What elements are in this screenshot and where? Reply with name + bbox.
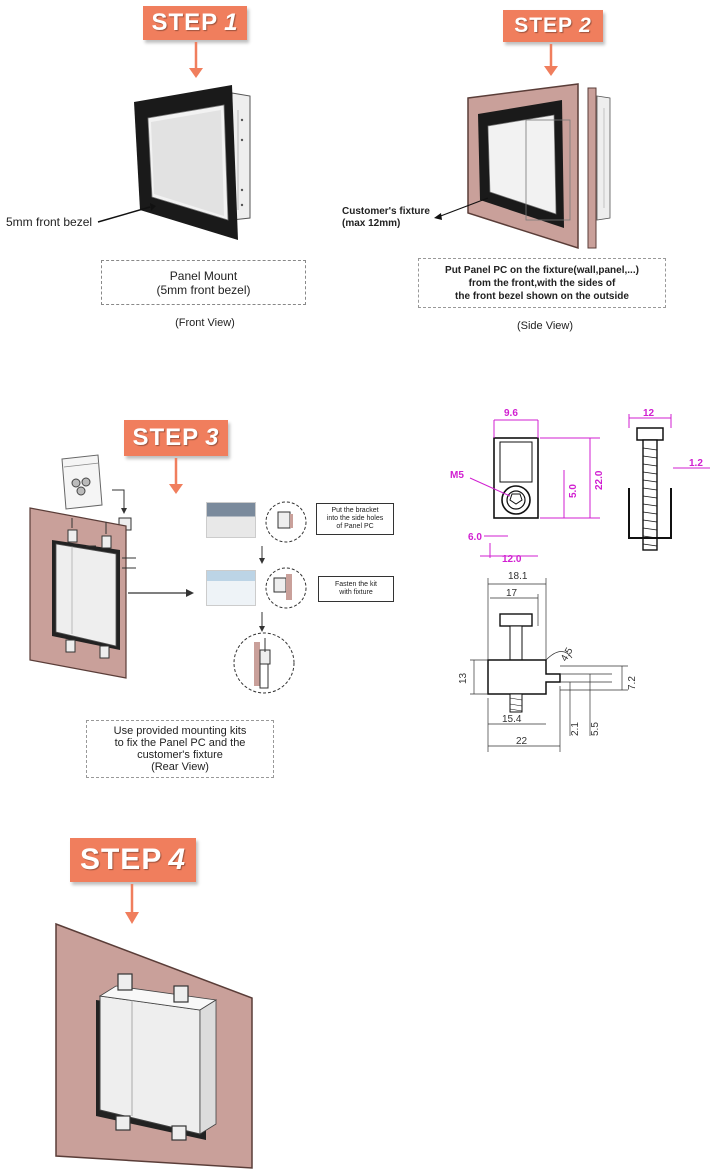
- bracket-profile-drawing: 18.1 17 13 4.5 7.2 2.1 5.5 15.4 22: [458, 571, 638, 752]
- step2-panel-on-fixture: [467, 83, 611, 250]
- step2-fixture-label: Customer's fixture (max 12mm): [342, 206, 430, 229]
- step3-instruction-box: Use provided mounting kits to fix the Pa…: [86, 720, 274, 778]
- bracket-profile-len-22: 22: [516, 736, 528, 747]
- step3-detail-zoom-1: [265, 501, 307, 543]
- bracket-profile-h-2-1: 2.1: [570, 722, 581, 736]
- bracket-front-thread: M5: [450, 470, 464, 481]
- step2-view-caption: (Side View): [516, 320, 574, 332]
- bracket-front-w-top: 9.6: [504, 408, 518, 419]
- step3-mounting-kit-bag: [61, 454, 103, 510]
- step3-rear-view-assembly: [29, 507, 136, 679]
- step2-instruction-box: Put Panel PC on the fixture(wall,panel,.…: [418, 258, 666, 308]
- bracket-front-w-bottom: 12.0: [502, 554, 522, 565]
- step1-badge-number: 1: [224, 9, 239, 36]
- step3-detail-photo-2: [206, 570, 256, 606]
- bracket-profile-h-5-5: 5.5: [590, 722, 601, 736]
- bracket-profile-height: 13: [458, 672, 469, 684]
- bracket-profile-len-17: 17: [506, 588, 518, 599]
- step1-badge: STEP 1: [143, 6, 247, 40]
- step4-badge: STEP 4: [70, 838, 196, 882]
- bracket-profile-h-7-2: 7.2: [627, 676, 638, 690]
- bracket-front-offset: 6.0: [468, 532, 482, 543]
- bracket-profile-len-15-4: 15.4: [502, 714, 522, 725]
- bracket-side-thickness: 1.2: [689, 458, 703, 469]
- bracket-profile-len-total: 18.1: [508, 571, 528, 582]
- step1-bezel-label: 5mm front bezel: [6, 215, 93, 229]
- step4-final-assembly: [55, 922, 253, 1169]
- step3-badge: STEP 3: [124, 420, 228, 456]
- step3-note-fasten: Fasten the kit with fixture: [318, 576, 394, 602]
- step2-badge-number: 2: [579, 14, 592, 37]
- bracket-side-drawing: 12 1.2: [628, 408, 710, 551]
- bracket-side-w-top: 12: [643, 408, 655, 419]
- step1-badge-word: STEP: [151, 9, 219, 36]
- step3-note-bracket: Put the bracket into the side holes of P…: [316, 503, 394, 535]
- bracket-front-height-inner: 5.0: [568, 484, 579, 498]
- bracket-front-height-total: 22.0: [594, 470, 605, 490]
- step3-badge-word: STEP: [132, 424, 200, 451]
- step4-badge-word: STEP: [79, 843, 163, 876]
- step3-detail-zoom-2: [265, 567, 307, 609]
- step3-badge-number: 3: [205, 424, 220, 451]
- step3-detail-zoom-3: [233, 632, 295, 694]
- step3-detail-photo-1: [206, 502, 256, 538]
- step2-badge: STEP 2: [503, 10, 603, 42]
- step1-instruction-box: Panel Mount (5mm front bezel): [101, 260, 306, 305]
- step2-badge-word: STEP: [514, 14, 574, 37]
- step1-view-caption: (Front View): [175, 317, 235, 329]
- step4-badge-number: 4: [168, 843, 187, 876]
- step1-panel-pc-front: [134, 85, 251, 240]
- bracket-front-drawing: 9.6 5.0 22.0 12.0 6.0 M5: [450, 408, 605, 565]
